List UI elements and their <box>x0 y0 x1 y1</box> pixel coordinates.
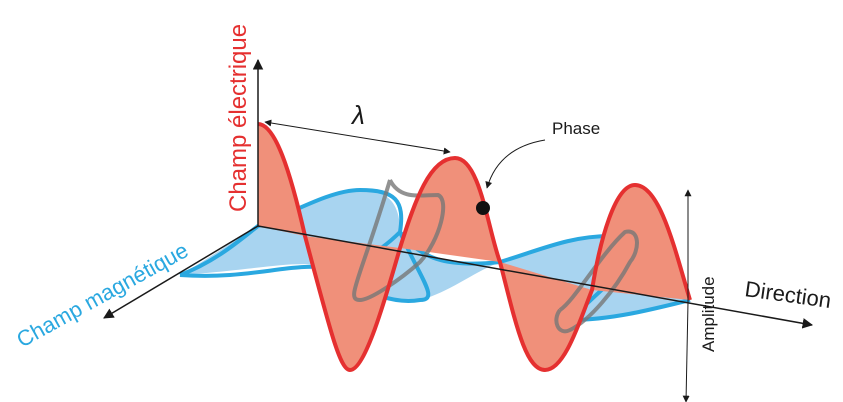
axes <box>103 58 814 402</box>
electric-field-label: Champ électrique <box>225 24 252 212</box>
magnetic-axis <box>103 225 259 319</box>
phase-point <box>476 201 490 215</box>
phase-label: Phase <box>552 119 600 138</box>
phase-pointer-arrow <box>485 139 546 189</box>
direction-label: Direction <box>743 276 832 313</box>
electric-wave-line <box>257 122 692 373</box>
hidden-outline-1 <box>352 178 446 303</box>
electric-lobe-2 <box>305 236 400 370</box>
wavelength-arrow <box>264 119 451 155</box>
electric-field-wave <box>257 122 692 373</box>
direction-axis <box>257 225 814 329</box>
amplitude-label: Amplitude <box>699 276 718 352</box>
electric-lobe-1 <box>258 124 305 236</box>
phase-indicator <box>476 139 546 215</box>
amplitude-arrow-down <box>682 301 690 402</box>
wavelength-label: λ <box>350 100 365 130</box>
electric-lobe-5 <box>592 185 690 300</box>
magnetic-field-label: Champ magnétique <box>12 237 192 352</box>
